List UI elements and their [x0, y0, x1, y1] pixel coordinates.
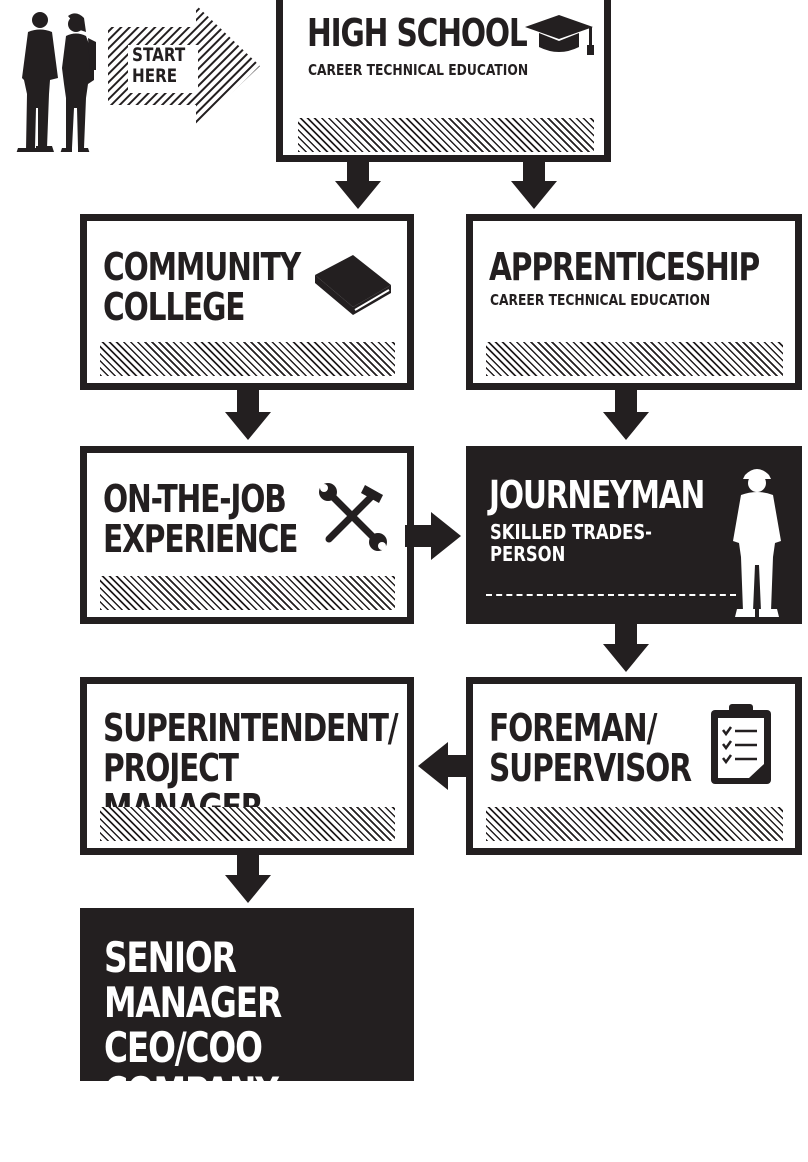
worker-silhouette-icon	[729, 461, 785, 619]
high-school-title: HIGH SCHOOL	[307, 11, 528, 55]
arrow-right-ojt-to-journeyman	[405, 512, 461, 560]
apprenticeship-hatch-bar	[486, 342, 783, 376]
on-the-job-box: ON-THE-JOB EXPERIENCE	[80, 446, 414, 624]
journeyman-title: JOURNEYMAN	[489, 473, 705, 517]
high-school-subtitle: CAREER TECHNICAL EDUCATION	[308, 61, 529, 79]
book-icon	[313, 251, 393, 321]
journeyman-dashed-line	[486, 594, 736, 596]
start-here-arrow	[108, 5, 262, 127]
senior-manager-title: SENIOR MANAGER CEO/COO COMPANY OWNER	[104, 933, 282, 1162]
high-school-box: HIGH SCHOOL CAREER TECHNICAL EDUCATION	[276, 0, 611, 162]
arrow-left-foreman-to-superintendent	[418, 742, 474, 790]
students-silhouette-icon	[14, 8, 98, 152]
on-the-job-title: ON-THE-JOB EXPERIENCE	[103, 477, 298, 561]
journeyman-subtitle: SKILLED TRADES- PERSON	[490, 520, 653, 566]
start-here-label: START HERE	[132, 44, 186, 87]
community-college-box: COMMUNITY COLLEGE	[80, 214, 414, 390]
community-college-title: COMMUNITY COLLEGE	[103, 245, 301, 329]
apprenticeship-box: APPRENTICESHIP CAREER TECHNICAL EDUCATIO…	[466, 214, 802, 390]
arrow-down-hs-to-apprenticeship	[511, 159, 557, 209]
clipboard-checklist-icon	[709, 700, 773, 786]
superintendent-box: SUPERINTENDENT/ PROJECT MANAGER	[80, 677, 414, 855]
arrow-down-apprenticeship-to-journeyman	[603, 390, 649, 440]
arrow-down-hs-to-cc	[335, 159, 381, 209]
foreman-title: FOREMAN/ SUPERVISOR	[489, 706, 692, 790]
graduation-cap-icon	[523, 13, 597, 57]
on-the-job-hatch-bar	[100, 576, 395, 610]
apprenticeship-title: APPRENTICESHIP	[489, 245, 760, 289]
arrow-down-journeyman-to-foreman	[603, 622, 649, 672]
arrow-down-cc-to-ojt	[225, 390, 271, 440]
foreman-box: FOREMAN/ SUPERVISOR	[466, 677, 802, 855]
foreman-hatch-bar	[486, 807, 783, 841]
journeyman-box: JOURNEYMAN SKILLED TRADES- PERSON	[466, 446, 802, 624]
crossed-hammer-wrench-icon	[317, 481, 387, 551]
arrow-down-superintendent-to-senior	[225, 853, 271, 903]
apprenticeship-subtitle: CAREER TECHNICAL EDUCATION	[490, 291, 711, 309]
high-school-hatch-bar	[298, 118, 594, 152]
superintendent-hatch-bar	[100, 807, 395, 841]
community-college-hatch-bar	[100, 342, 395, 376]
senior-manager-box: SENIOR MANAGER CEO/COO COMPANY OWNER	[80, 908, 414, 1160]
